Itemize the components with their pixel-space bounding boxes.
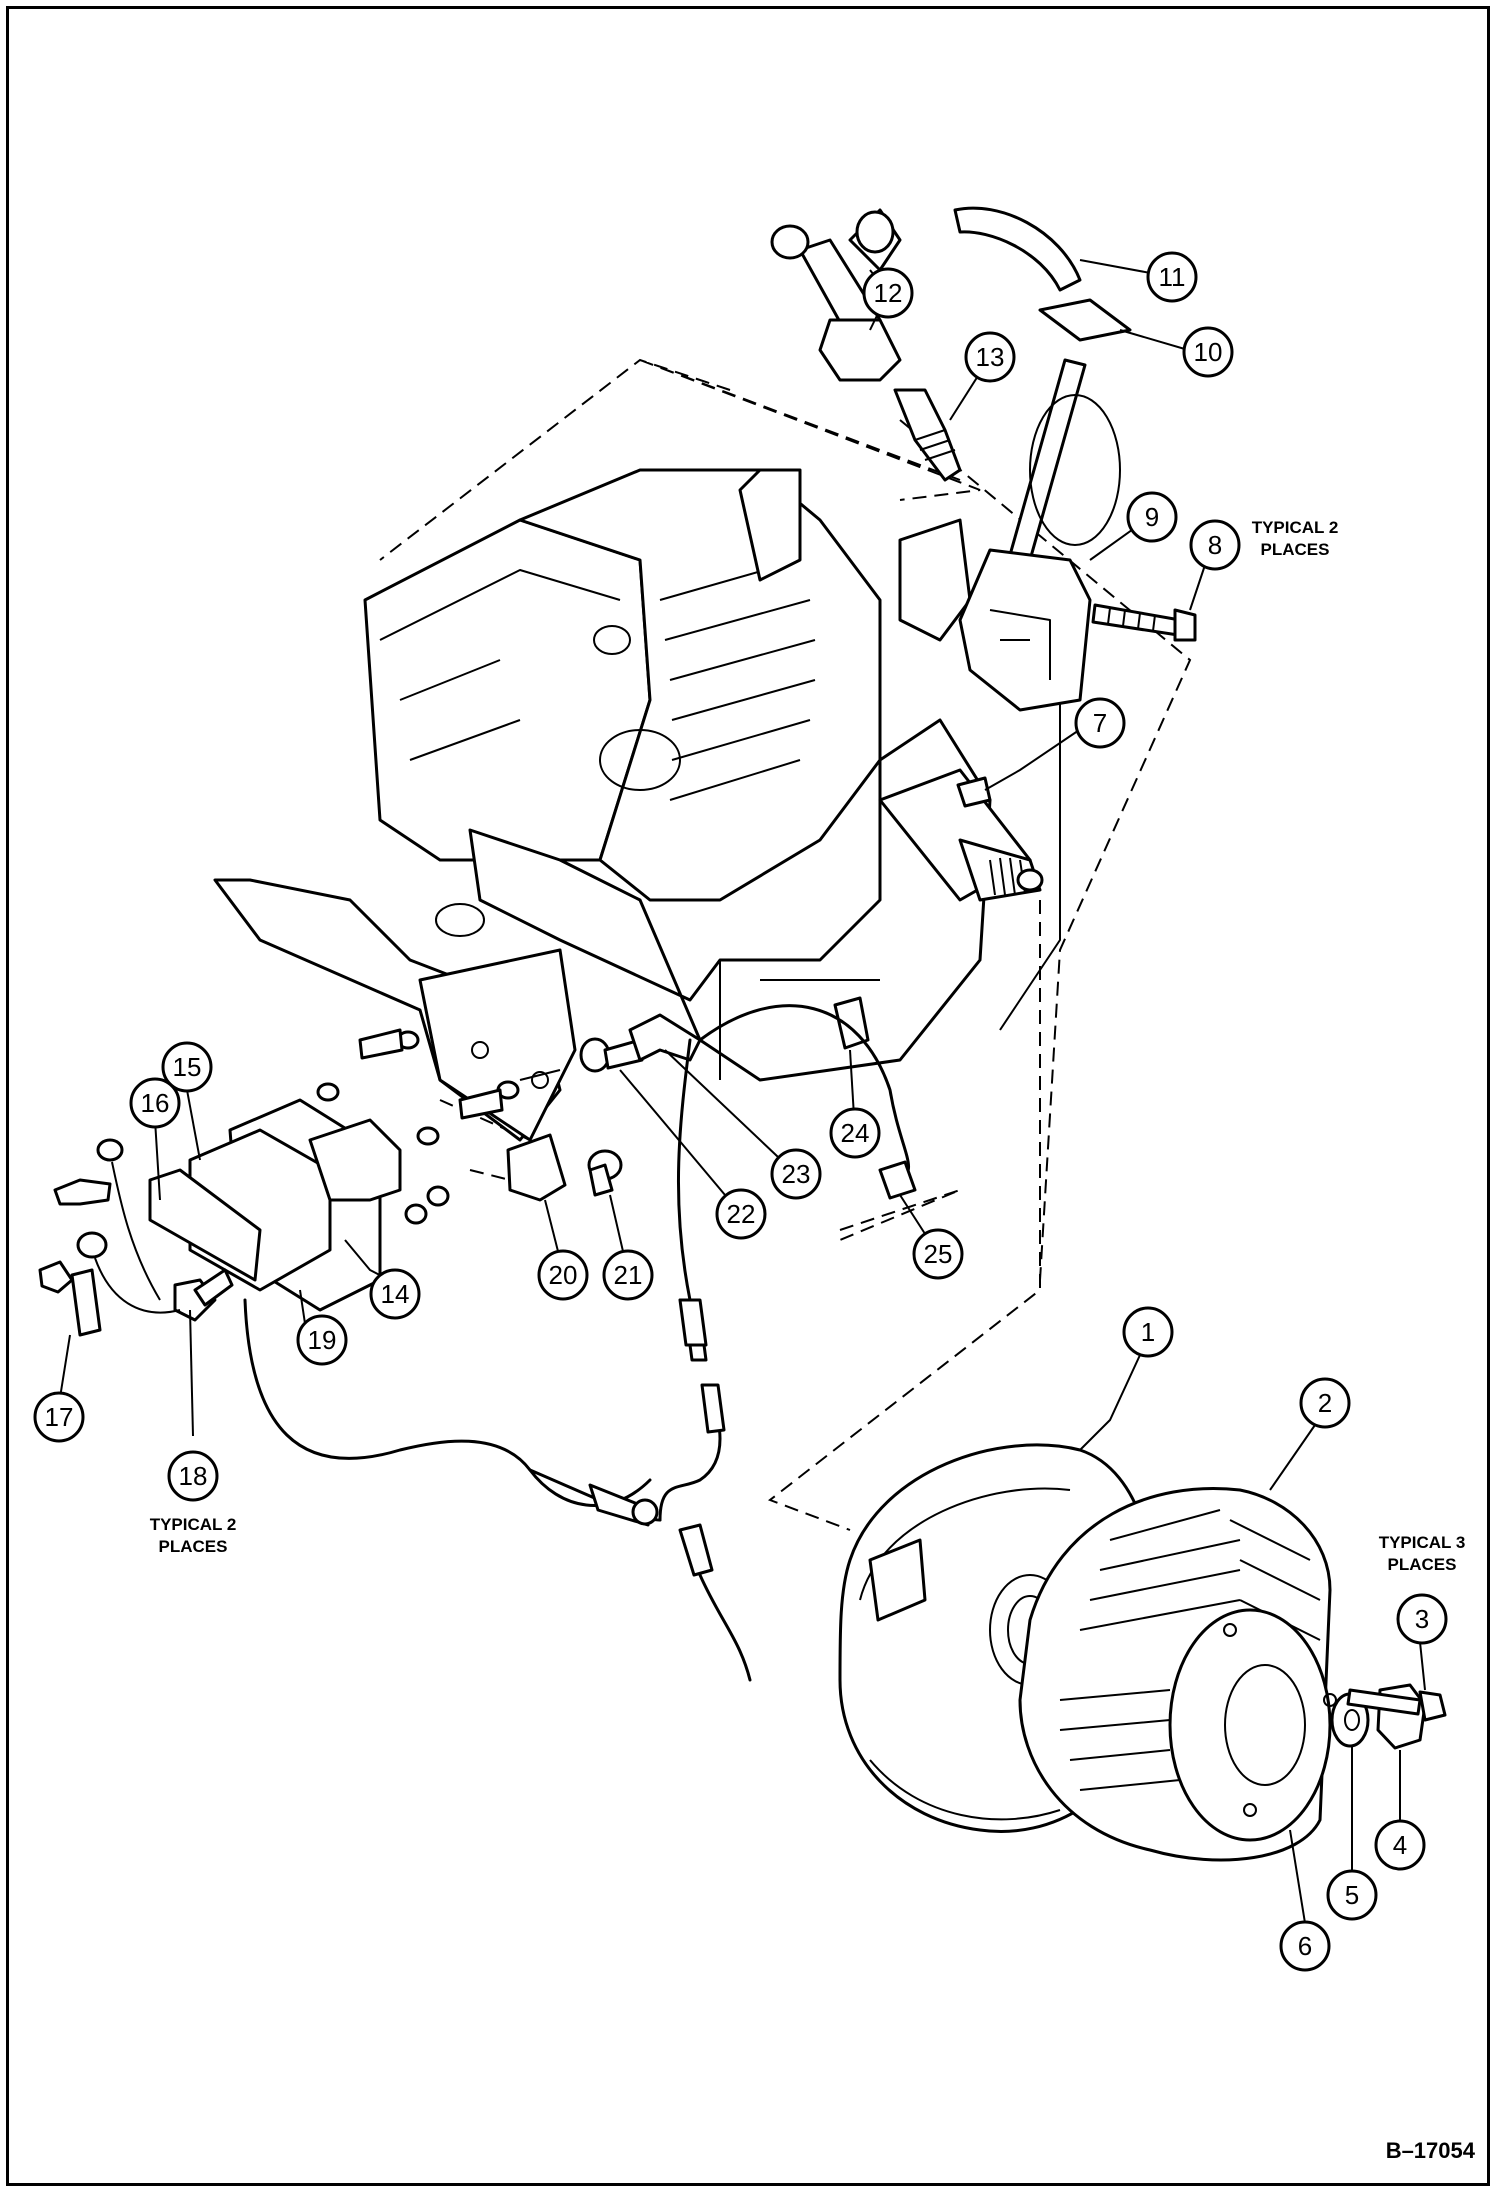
- svg-text:TYPICAL 2: TYPICAL 2: [1252, 518, 1339, 537]
- spark-plug-boot: [770, 208, 902, 382]
- spark-plug: [893, 388, 962, 482]
- svg-text:19: 19: [308, 1325, 337, 1355]
- svg-text:12: 12: [874, 278, 903, 308]
- callout-7: 7: [1074, 697, 1126, 749]
- grommet: [1038, 298, 1132, 342]
- callout-6: 6: [1279, 1920, 1331, 1972]
- svg-text:11: 11: [1159, 262, 1186, 292]
- mounting-bracket: [213, 878, 577, 1142]
- callout-17: 17: [33, 1391, 85, 1443]
- svg-text:16: 16: [141, 1088, 170, 1118]
- module-bolt: [1091, 603, 1197, 642]
- svg-text:21: 21: [614, 1260, 643, 1290]
- connector-screw: [587, 1149, 623, 1197]
- callout-24: 24: [829, 1107, 881, 1159]
- callout-13: 13: [964, 331, 1016, 383]
- svg-text:15: 15: [173, 1052, 202, 1082]
- svg-text:PLACES: PLACES: [1388, 1555, 1457, 1574]
- svg-text:2: 2: [1318, 1388, 1332, 1418]
- svg-text:7: 7: [1093, 708, 1107, 738]
- callout-2: 2: [1299, 1377, 1351, 1429]
- svg-text:9: 9: [1145, 502, 1159, 532]
- svg-text:PLACES: PLACES: [159, 1537, 228, 1556]
- diagram-frame: [6, 6, 1490, 2186]
- svg-text:1: 1: [1141, 1317, 1155, 1347]
- svg-text:8: 8: [1208, 530, 1222, 560]
- engine-block: [363, 468, 1061, 1082]
- note-typical-2-places-18: TYPICAL 2 PLACES: [150, 1515, 237, 1556]
- breather-hose: [953, 206, 1082, 292]
- callout-20: 20: [537, 1249, 589, 1301]
- svg-text:PLACES: PLACES: [1261, 540, 1330, 559]
- svg-text:5: 5: [1345, 1880, 1359, 1910]
- regulator-rectifier: [148, 1098, 402, 1312]
- note-typical-2-places-8: TYPICAL 2 PLACES: [1252, 518, 1339, 559]
- svg-text:13: 13: [976, 342, 1005, 372]
- fan-screw: [1346, 1688, 1447, 1722]
- svg-text:20: 20: [549, 1260, 578, 1290]
- callout-15: 15: [161, 1041, 213, 1093]
- ground-hardware: [38, 1138, 234, 1337]
- svg-text:22: 22: [727, 1199, 756, 1229]
- svg-text:TYPICAL 3: TYPICAL 3: [1379, 1533, 1466, 1552]
- connector-plug: [506, 1133, 567, 1202]
- callout-1: 1: [1122, 1306, 1174, 1358]
- hardware-screws: [316, 1028, 520, 1225]
- svg-text:6: 6: [1298, 1931, 1312, 1961]
- clamp-screw: [579, 1037, 644, 1073]
- svg-text:24: 24: [841, 1118, 870, 1148]
- svg-text:10: 10: [1194, 337, 1223, 367]
- callout-5: 5: [1326, 1869, 1378, 1921]
- note-typical-3-places-3: TYPICAL 3 PLACES: [1379, 1533, 1466, 1574]
- callout-18: 18: [167, 1450, 219, 1502]
- svg-text:18: 18: [179, 1461, 208, 1491]
- svg-text:TYPICAL 2: TYPICAL 2: [150, 1515, 237, 1534]
- callout-bubbles: 1 2 3 4 5 6 7 8 9 10 11 12 13 14 15 16 1…: [33, 251, 1448, 1972]
- fan-hub-plate: [1168, 1608, 1337, 1842]
- ignition-module: [958, 358, 1121, 712]
- callout-22: 22: [715, 1188, 767, 1240]
- callout-12: 12: [862, 267, 914, 319]
- callout-11: 11: [1146, 251, 1198, 303]
- wire-clamp: [628, 1013, 702, 1062]
- callout-23: 23: [770, 1148, 822, 1200]
- callout-10: 10: [1182, 326, 1234, 378]
- svg-text:14: 14: [381, 1279, 410, 1309]
- svg-text:4: 4: [1393, 1830, 1407, 1860]
- callout-21: 21: [602, 1249, 654, 1301]
- svg-text:25: 25: [924, 1239, 953, 1269]
- callout-16: 16: [129, 1077, 181, 1129]
- callout-25: 25: [912, 1228, 964, 1280]
- svg-text:17: 17: [45, 1402, 74, 1432]
- svg-text:23: 23: [782, 1159, 811, 1189]
- svg-text:3: 3: [1415, 1604, 1429, 1634]
- callout-9: 9: [1126, 491, 1178, 543]
- woodruff-key: [956, 776, 992, 808]
- callout-3: 3: [1396, 1593, 1448, 1645]
- callout-14: 14: [369, 1268, 421, 1320]
- callout-8: 8: [1189, 519, 1241, 571]
- drawing-code: B–17054: [1386, 2138, 1476, 2163]
- callout-19: 19: [296, 1314, 348, 1366]
- callout-4: 4: [1374, 1819, 1426, 1871]
